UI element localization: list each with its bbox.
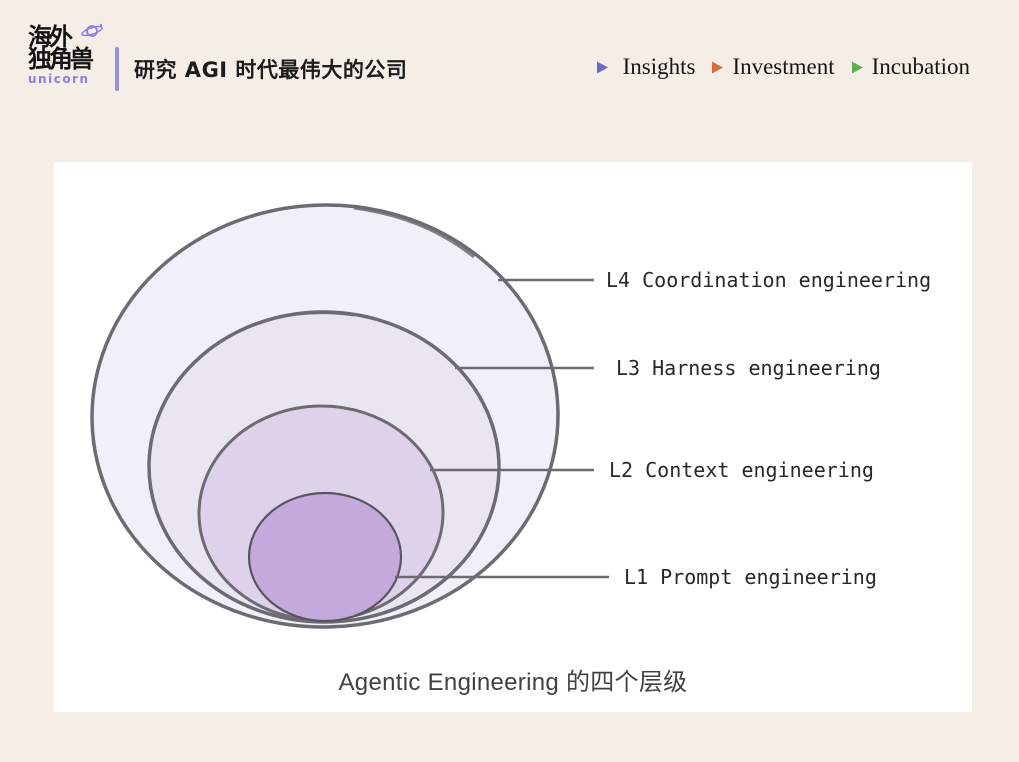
nav-label: Investment [732,54,835,79]
concentric-levels-diagram: L4 Coordination engineering L3 Harness e… [90,203,931,629]
nav-label: Insights [622,54,696,79]
triangle-bullet-icon [712,61,724,73]
header: 海外 独角兽 unicorn 研究 AGI 时代最伟大的公司 Insights … [0,0,1019,120]
nav-item-incubation[interactable]: Incubation [850,54,970,80]
planet-icon [80,22,104,45]
logo-wordmark: unicorn [28,72,90,87]
level-label-l1: L1 Prompt engineering [624,565,877,589]
logo-cn-line1: 海外 [28,23,73,51]
header-nav: Insights Investment Incubation [595,54,970,80]
triangle-bullet-icon [596,61,608,73]
diagram-caption: Agentic Engineering 的四个层级 [338,669,688,696]
nav-item-insights[interactable]: Insights [595,54,696,80]
diagram-card: L4 Coordination engineering L3 Harness e… [54,162,972,712]
level-label-l3: L3 Harness engineering [616,356,881,380]
triangle-bullet-icon [851,61,863,73]
logo-cn-line2: 独角兽 [28,45,94,74]
sketch-stroke [273,311,355,320]
nav-label: Incubation [871,54,970,79]
level-label-l2: L2 Context engineering [609,458,874,482]
level-label-l4: L4 Coordination engineering [606,268,931,292]
header-tagline: 研究 AGI 时代最伟大的公司 [134,58,408,82]
header-divider [115,47,119,91]
logo[interactable]: 海外 独角兽 unicorn [28,23,120,106]
level-circle-l1 [247,491,403,623]
nav-item-investment[interactable]: Investment [710,54,835,80]
sketch-stroke [353,206,475,259]
